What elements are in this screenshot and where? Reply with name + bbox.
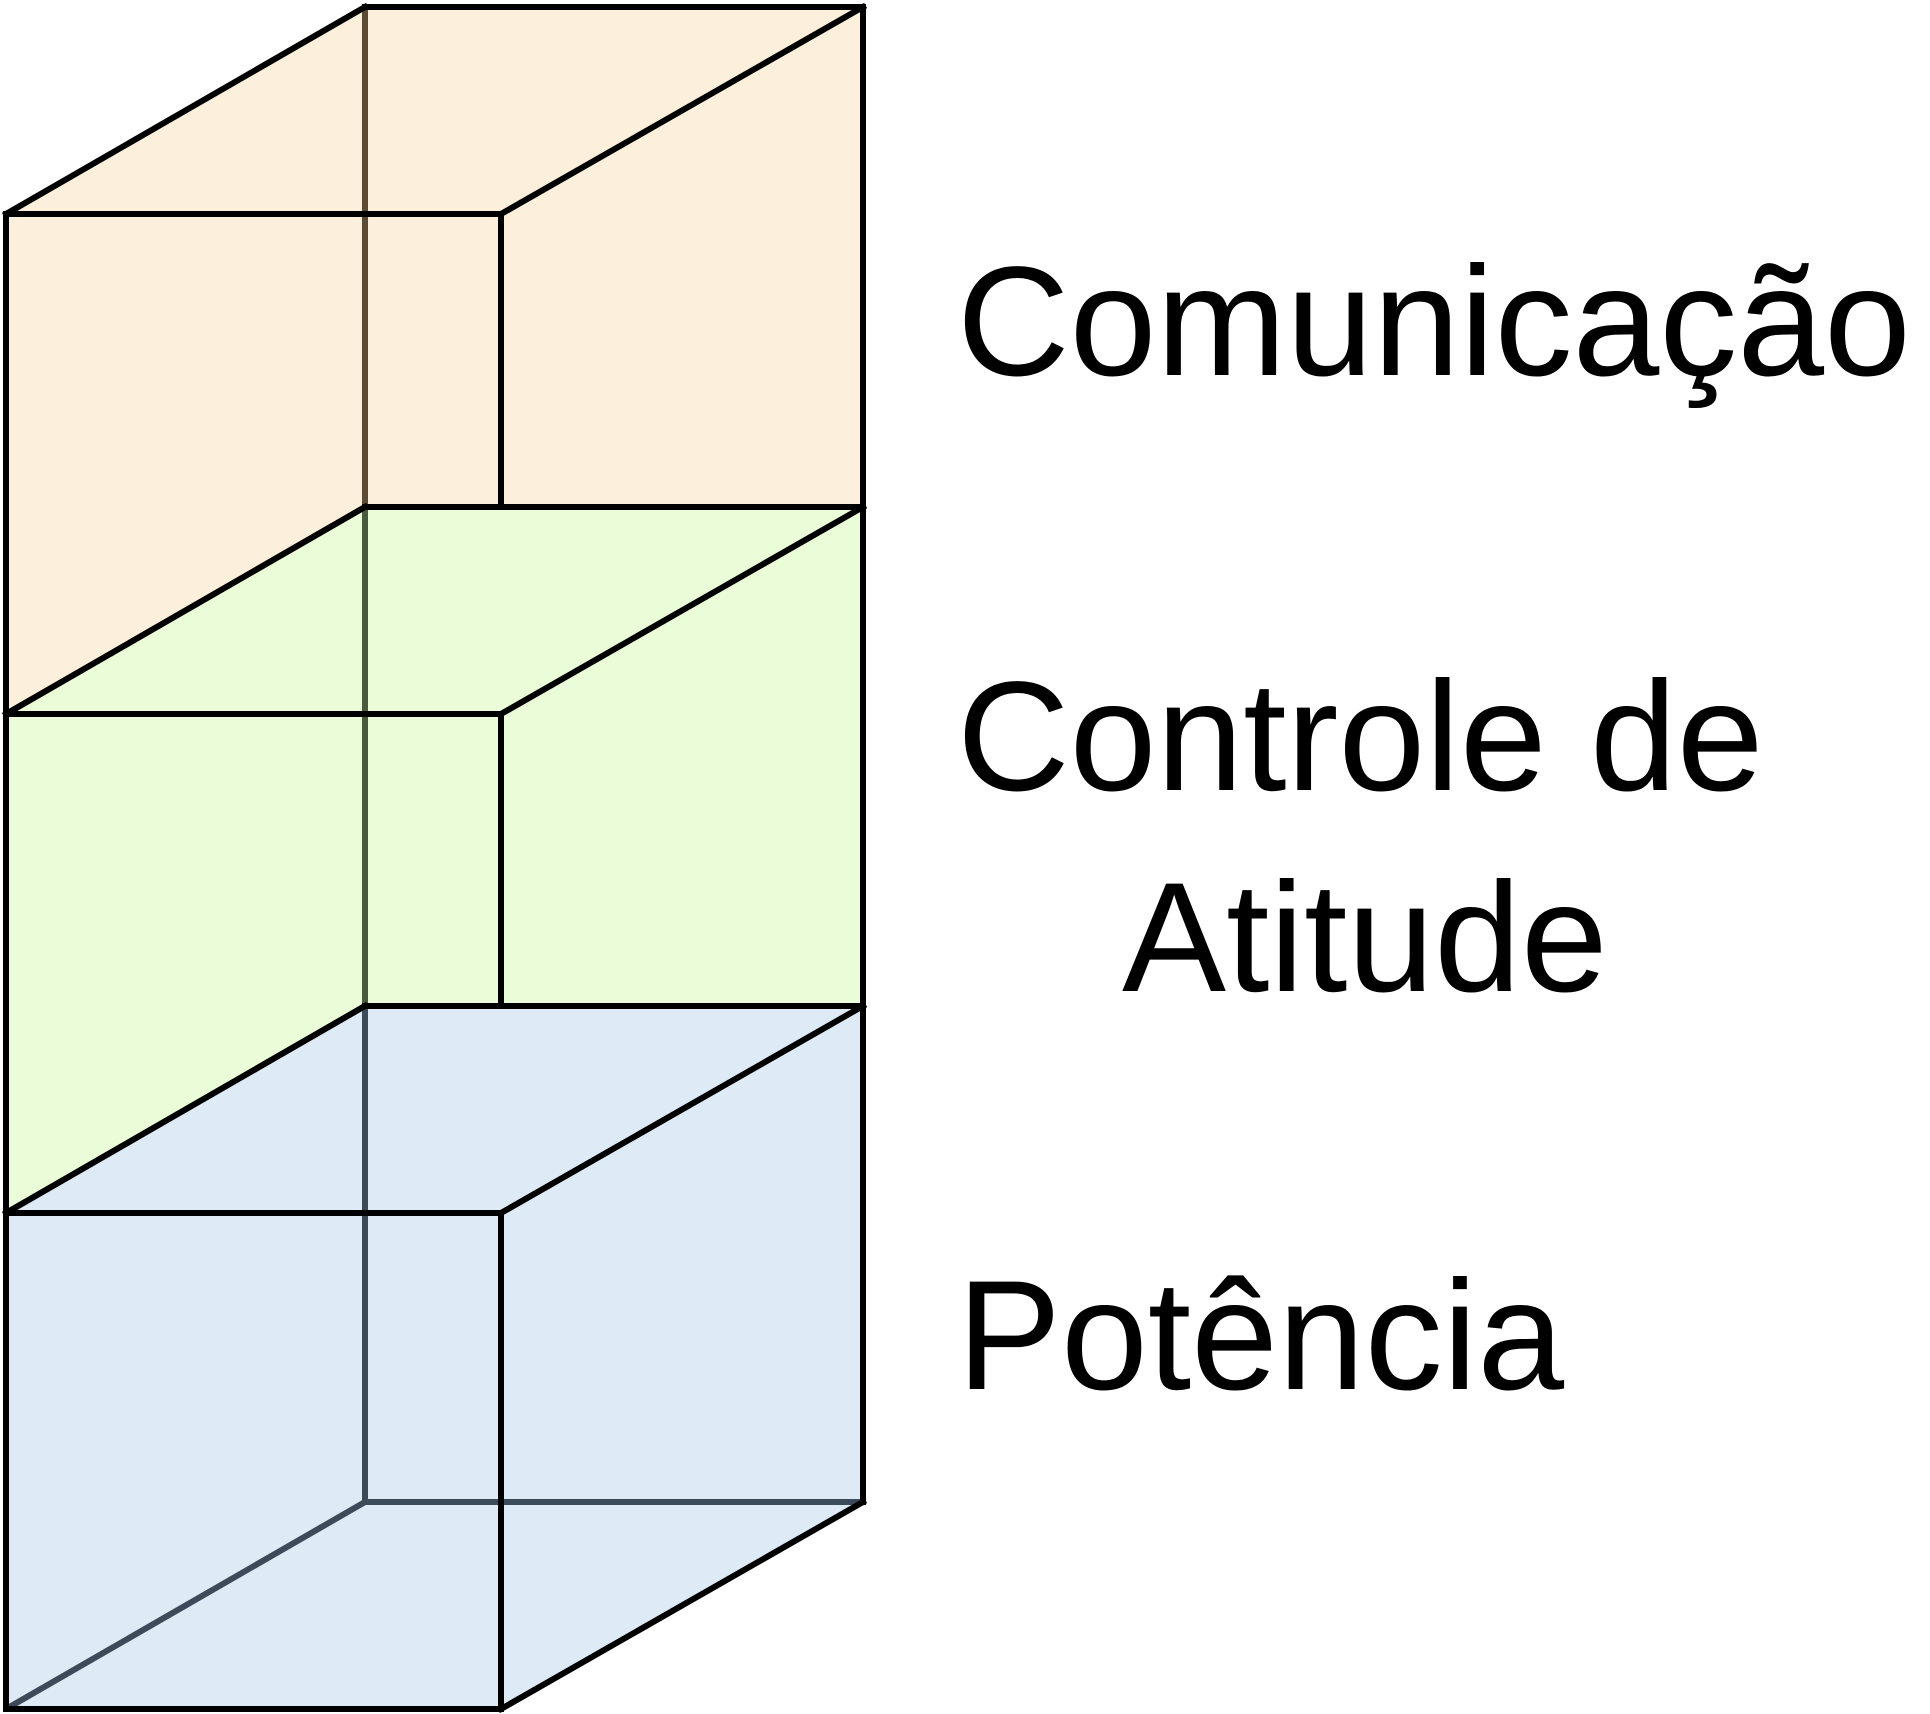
visible-edge (1, 502, 370, 719)
module-right-face (501, 1006, 863, 1709)
module-potencia (1, 1001, 868, 1714)
visible-edge (496, 502, 868, 719)
label-controle-line-1: Controle de (957, 650, 1764, 824)
label-controle-line-2: Atitude (1122, 851, 1608, 1025)
module-front-face (6, 1213, 501, 1709)
visible-edge (496, 1001, 868, 1218)
visible-edge (496, 1497, 868, 1714)
visible-edge (496, 2, 868, 219)
visible-edge (1, 2, 370, 219)
label-potencia: Potência (957, 1249, 1565, 1423)
label-comunicacao: Comunicação (957, 235, 1911, 409)
hidden-edge (4, 1499, 367, 1712)
visible-edge (1, 1001, 370, 1218)
